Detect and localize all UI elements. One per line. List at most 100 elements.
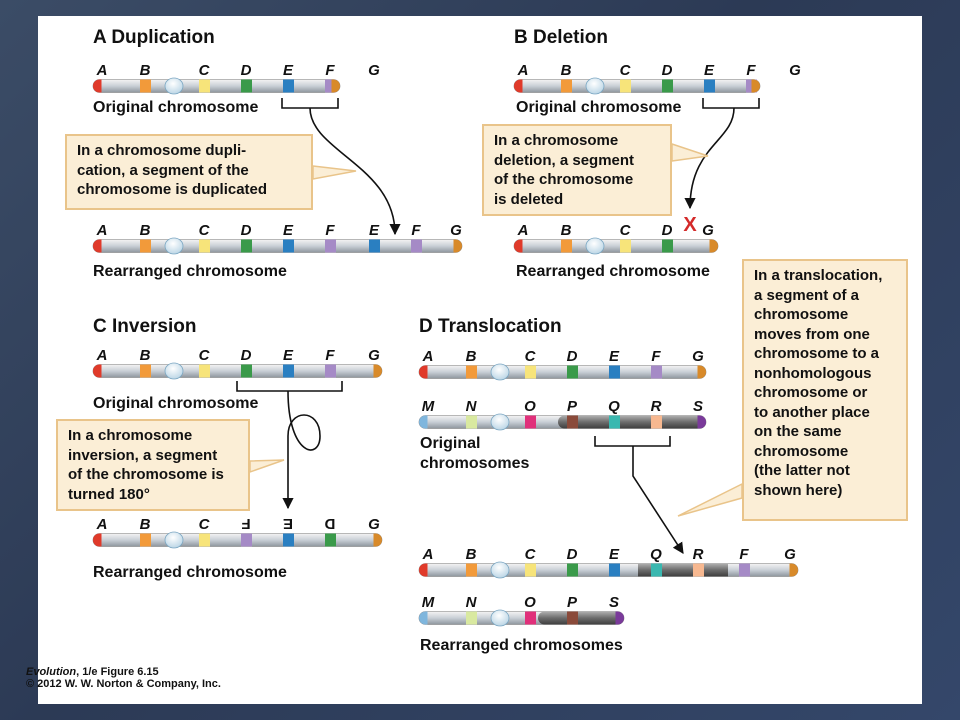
band-label-c: C [620,222,632,239]
band-e [609,563,620,577]
band-label-a: A [96,516,108,533]
band-b [140,239,151,253]
chromosome-body [418,365,707,379]
band-label-o: O [524,398,536,415]
callout-line: a segment of a [754,286,860,304]
band-o [525,415,536,429]
panel-a-original-label: Original chromosome [93,99,259,116]
band-f [325,79,336,93]
band-o [525,611,536,625]
band-label-f: F [325,347,335,364]
band-b [561,239,572,253]
band-d [567,365,578,379]
band-d [241,364,252,378]
band-d [241,79,252,93]
panel-d-rearranged-label: Rearranged chromosomes [420,637,623,654]
band-m [419,611,428,625]
inversion-arrow [282,390,321,510]
callout-line: In a chromosome [494,132,619,149]
panel-c-letter: C [93,316,107,337]
panel-c-rearranged-label: Rearranged chromosome [93,564,287,581]
band-label-d: D [567,546,578,563]
band-label-f: F [739,546,749,563]
panel-c-title: C Inversion [93,316,197,338]
chromosome-body [92,364,383,378]
band-q [651,563,662,577]
band-b [140,533,151,547]
credit-figure-number: , 1/e Figure 6.15 [76,666,159,678]
band-r [651,415,662,429]
band-f [325,364,336,378]
band-label-a: A [517,62,529,79]
band-label-b: B [140,62,151,79]
callout-line: is deleted [494,190,564,208]
band-label-c: C [525,348,537,365]
band-label-b: B [561,222,572,239]
centromere [585,237,605,255]
band-label-g: G [368,347,380,364]
callout-duplication: In a chromosome dupli- cation, a segment… [65,134,313,210]
band-g [709,239,718,253]
callout-line: of the chromosome is [68,466,224,483]
band-label-a: A [517,222,529,239]
band-label-a: A [96,347,108,364]
callout-line: chromosome [754,442,849,460]
centromere [164,362,184,380]
band-p [567,611,578,625]
band-d [662,239,673,253]
chromosome-body [92,533,383,547]
band-label-s: S [693,398,703,415]
band-s [615,611,624,625]
callout-line: on the same [754,423,842,440]
deletion-bracket [702,98,760,109]
centromere [490,413,510,431]
band-g [789,563,798,577]
band-label-c: C [199,516,211,533]
deletion-x-mark: X [683,214,697,236]
band-label-f: F [411,222,421,239]
band-label-a: A [96,62,108,79]
panel-b-title: B Deletion [514,27,608,49]
panel-b-title-text: Deletion [533,27,608,48]
band-a [93,533,102,547]
band-label-c: C [525,546,537,563]
panel-a-rearranged-label: Rearranged chromosome [93,263,287,280]
centromere [490,363,510,381]
band-label-n: N [466,398,478,415]
centromere [585,77,605,95]
band-label-d: D [241,347,252,364]
band-label-g: G [450,222,462,239]
callout-line: (the latter not [754,462,850,479]
band-c [525,563,536,577]
duplication-bracket [281,98,339,109]
band-label-q: Q [608,398,620,415]
band-d [241,239,252,253]
callout-line: of the chromosome [494,171,634,188]
band-label-e: E [609,348,620,365]
band-c [620,239,631,253]
callout-line: inversion, a segment [68,446,218,464]
band-e [283,79,294,93]
band-g [453,239,463,253]
band-label-f: F [241,515,250,532]
centromere [490,609,510,627]
band-label-g: G [789,62,801,79]
band-label-d: D [324,515,335,532]
deletion-arrow [684,107,735,210]
band-q [609,415,620,429]
panel-c-original-label: Original chromosome [93,395,259,412]
band-d [325,533,336,547]
band-label-c: C [199,347,211,364]
callout-deletion: In a chromosome deletion, a segment of t… [482,124,672,216]
band-e [609,365,620,379]
callout-line: chromosome [754,306,849,323]
centromere [164,531,184,549]
panel-d-original-label-line2: chromosomes [420,455,530,472]
band-label-c: C [199,62,211,79]
chromosome-body [513,239,719,253]
centromere [164,237,184,255]
